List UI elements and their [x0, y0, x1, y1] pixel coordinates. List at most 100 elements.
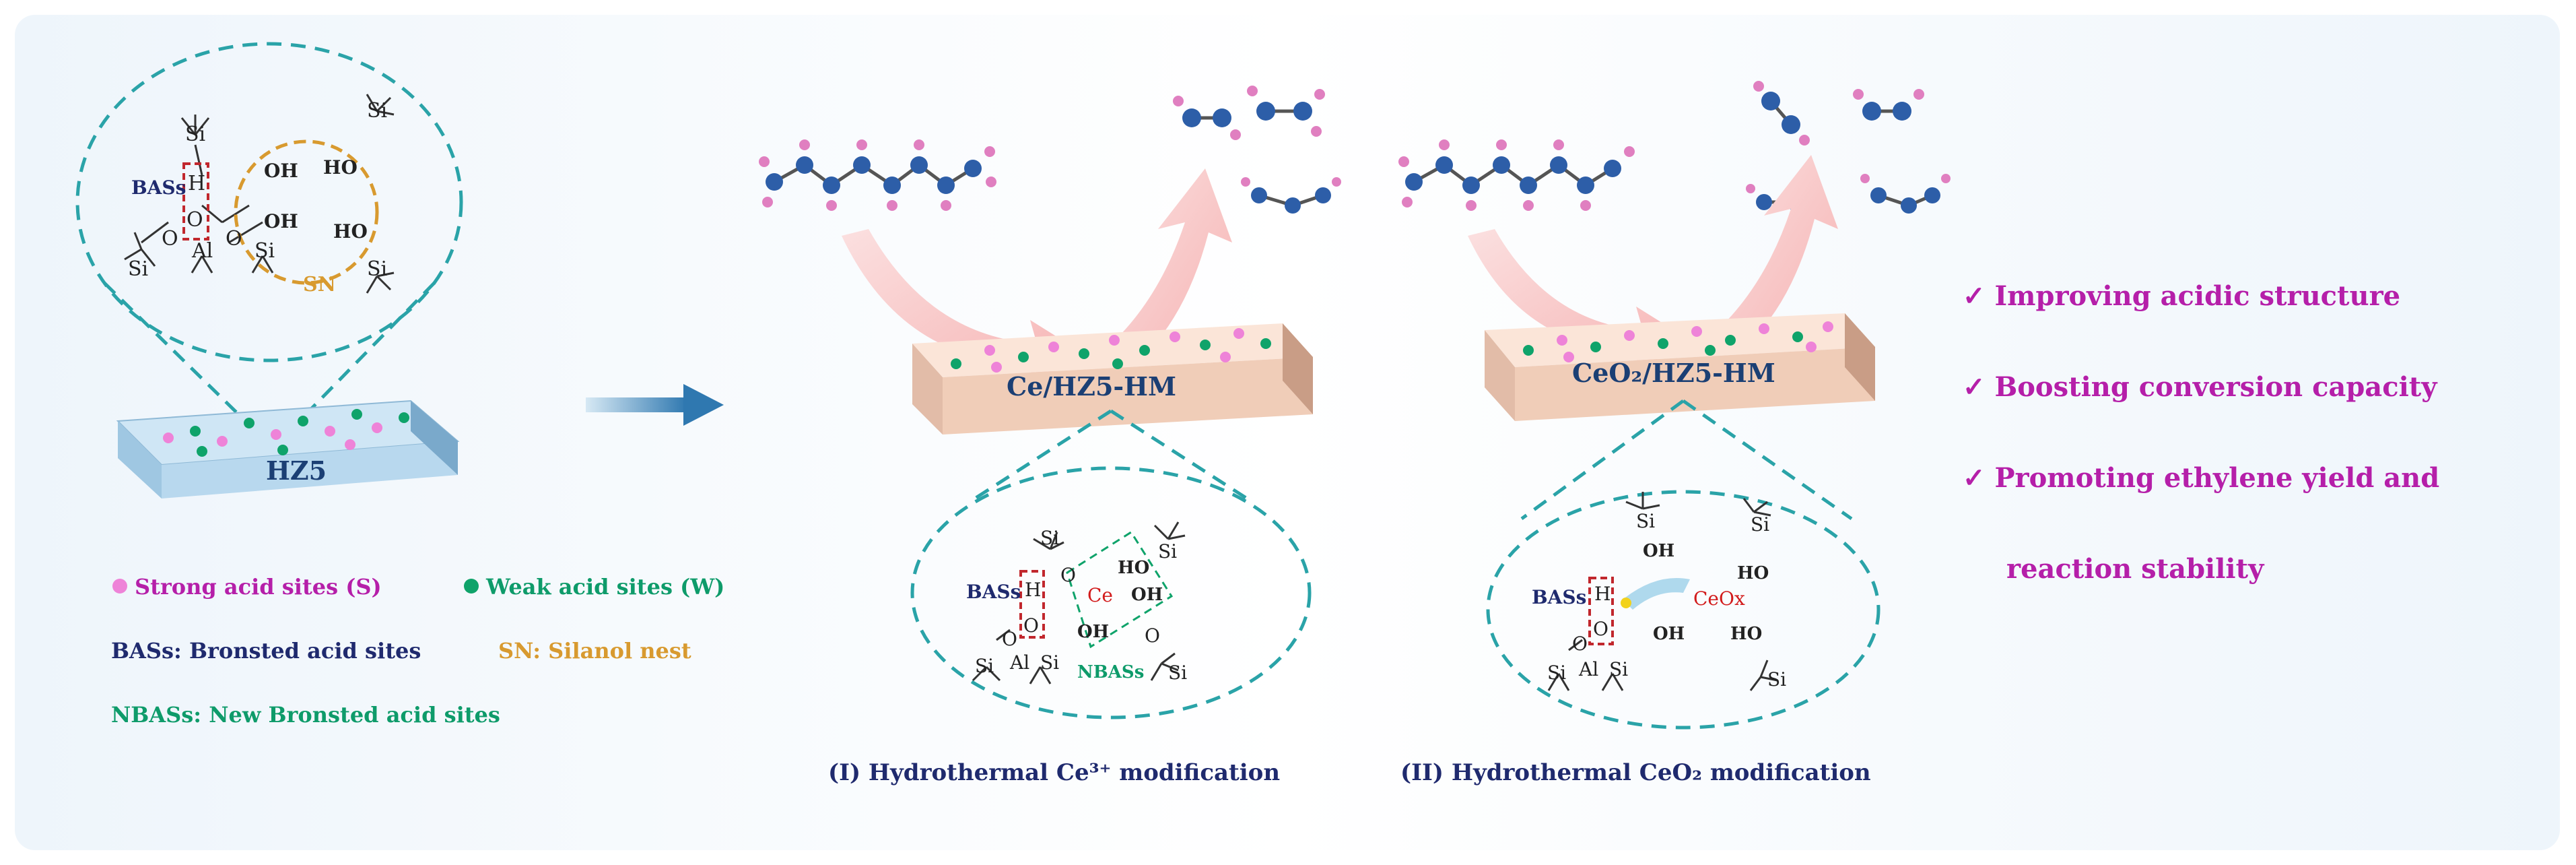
ceo2-acid-site-dot — [1725, 335, 1736, 346]
atom-ho: HO — [333, 220, 368, 243]
left-zoom-bubble — [75, 42, 463, 439]
atom-h: H — [1025, 579, 1042, 601]
legend-bass-definition: BASs: Bronsted acid sites — [111, 638, 421, 664]
panel-two-ceox-label: CeOx — [1693, 587, 1745, 610]
atom-si: Si — [1040, 651, 1060, 674]
atom-oh: OH — [1131, 585, 1163, 605]
ceo2-acid-site-dot — [1557, 335, 1567, 346]
atom-h: H — [1594, 583, 1611, 605]
curved-arrow-icon — [1710, 155, 1838, 354]
ce-hz5-crystal — [912, 323, 1313, 435]
sn-label: SN — [303, 273, 337, 296]
atom-o: O — [1023, 614, 1039, 637]
atom-si: Si — [1547, 662, 1567, 684]
ce-acid-site-dot — [1109, 335, 1120, 346]
atom-si: Si — [1040, 527, 1060, 549]
panel-one-caption: (I) Hydrothermal Ce³⁺ modification — [828, 759, 1281, 786]
benefit-ethylene-yield: ✓ Promoting ethylene yield and — [1963, 462, 2440, 494]
hz5-acid-site-dot — [244, 418, 255, 428]
ce-acid-site-dot — [1220, 352, 1231, 362]
ceo2-acid-site-dot — [1823, 321, 1833, 332]
curved-arrow-icon — [1104, 168, 1232, 367]
ce-acid-site-dot — [1233, 328, 1244, 339]
ce-acid-site-dot — [1112, 358, 1123, 369]
legend-sn-definition: SN: Silanol nest — [498, 638, 691, 664]
background-panel — [15, 15, 2560, 850]
panel-one-bass-label: BASs — [966, 581, 1021, 603]
ceo2-acid-site-dot — [1523, 345, 1534, 356]
atom-si: Si — [975, 655, 994, 677]
atom-si: Si — [1609, 658, 1629, 680]
hz5-acid-site-dot — [351, 409, 362, 420]
legend-strong-sites: Strong acid sites (S) — [135, 574, 382, 600]
atom-o: O — [1593, 618, 1608, 640]
atom-si: Si — [128, 257, 149, 281]
ce-hz5-label: Ce/HZ5-HM — [1007, 371, 1177, 402]
ceo2-acid-site-dot — [1563, 352, 1574, 362]
atom-ho: HO — [323, 156, 358, 179]
ce-acid-site-dot — [1200, 340, 1211, 350]
hz5-acid-site-dot — [197, 446, 207, 457]
hz5-acid-site-dot — [271, 429, 281, 440]
legend-weak-sites: Weak acid sites (W) — [486, 574, 725, 600]
atom-oh: OH — [264, 210, 298, 232]
ceo2-acid-site-dot — [1624, 330, 1635, 341]
hz5-acid-site-dot — [372, 422, 382, 433]
atom-al: Al — [192, 239, 213, 263]
atom-si: Si — [1767, 668, 1787, 691]
atom-si: Si — [1751, 513, 1770, 536]
ceo2-acid-site-dot — [1792, 331, 1803, 342]
hz5-acid-site-dot — [277, 445, 288, 455]
atom-si: Si — [255, 239, 275, 263]
atom-ho: HO — [1118, 558, 1150, 578]
hz5-label: HZ5 — [266, 455, 327, 486]
panel-one-zoom-bubble — [910, 409, 1312, 719]
benefit-reaction-stability: reaction stability — [2006, 553, 2264, 585]
ce-acid-site-dot — [1170, 331, 1180, 342]
ce-acid-site-dot — [951, 358, 961, 369]
ceo2-hz5-crystal — [1485, 313, 1875, 421]
atom-h: H — [188, 172, 206, 195]
weak-site-legend-dot — [464, 579, 479, 594]
ce-acid-site-dot — [1048, 342, 1059, 352]
hz5-acid-site-dot — [298, 416, 308, 426]
acid-site-dots — [163, 321, 1833, 457]
left-bass-label: BASs — [131, 177, 187, 199]
atom-ho: HO — [1730, 624, 1763, 644]
panel-two-bass-label: BASs — [1532, 586, 1587, 608]
right-arrow-icon — [586, 384, 724, 426]
ceo2-acid-site-dot — [1658, 338, 1668, 349]
ceo2-acid-site-dot — [1590, 342, 1601, 352]
atom-oh: OH — [1653, 624, 1685, 644]
panel-one-molecules — [759, 86, 1341, 214]
atom-si: Si — [367, 99, 388, 123]
atom-o: O — [1572, 633, 1588, 655]
ce-acid-site-dot — [1139, 345, 1150, 356]
atom-si: Si — [1168, 662, 1188, 684]
atom-o: O — [1060, 564, 1076, 586]
legend-nbass-definition: NBASs: New Bronsted acid sites — [111, 702, 500, 728]
atom-al: Al — [1579, 658, 1599, 680]
atom-o: O — [1145, 624, 1160, 647]
atom-o: O — [162, 227, 178, 251]
panel-two-caption: (II) Hydrothermal CeO₂ modification — [1400, 759, 1871, 786]
ceo2-acid-site-dot — [1691, 326, 1702, 337]
panel-two-zoom-bubble — [1486, 399, 1880, 730]
ce-acid-site-dot — [1079, 348, 1089, 359]
panel-one-nbass-label: NBASs — [1077, 662, 1145, 682]
atom-o: O — [1002, 628, 1017, 650]
ceo2-acid-site-dot — [1759, 323, 1769, 334]
hz5-acid-site-dot — [345, 439, 355, 450]
atom-oh: OH — [264, 160, 298, 182]
atom-al: Al — [1010, 651, 1030, 674]
strong-site-legend-dot — [112, 579, 127, 594]
ceo2-acid-site-dot — [1705, 345, 1716, 356]
ce-acid-site-dot — [991, 362, 1002, 373]
atom-o: O — [187, 208, 203, 232]
hz5-acid-site-dot — [325, 426, 335, 437]
hz5-acid-site-dot — [217, 436, 228, 447]
benefit-conversion-capacity: ✓ Boosting conversion capacity — [1963, 371, 2437, 403]
atom-si: Si — [367, 257, 388, 281]
